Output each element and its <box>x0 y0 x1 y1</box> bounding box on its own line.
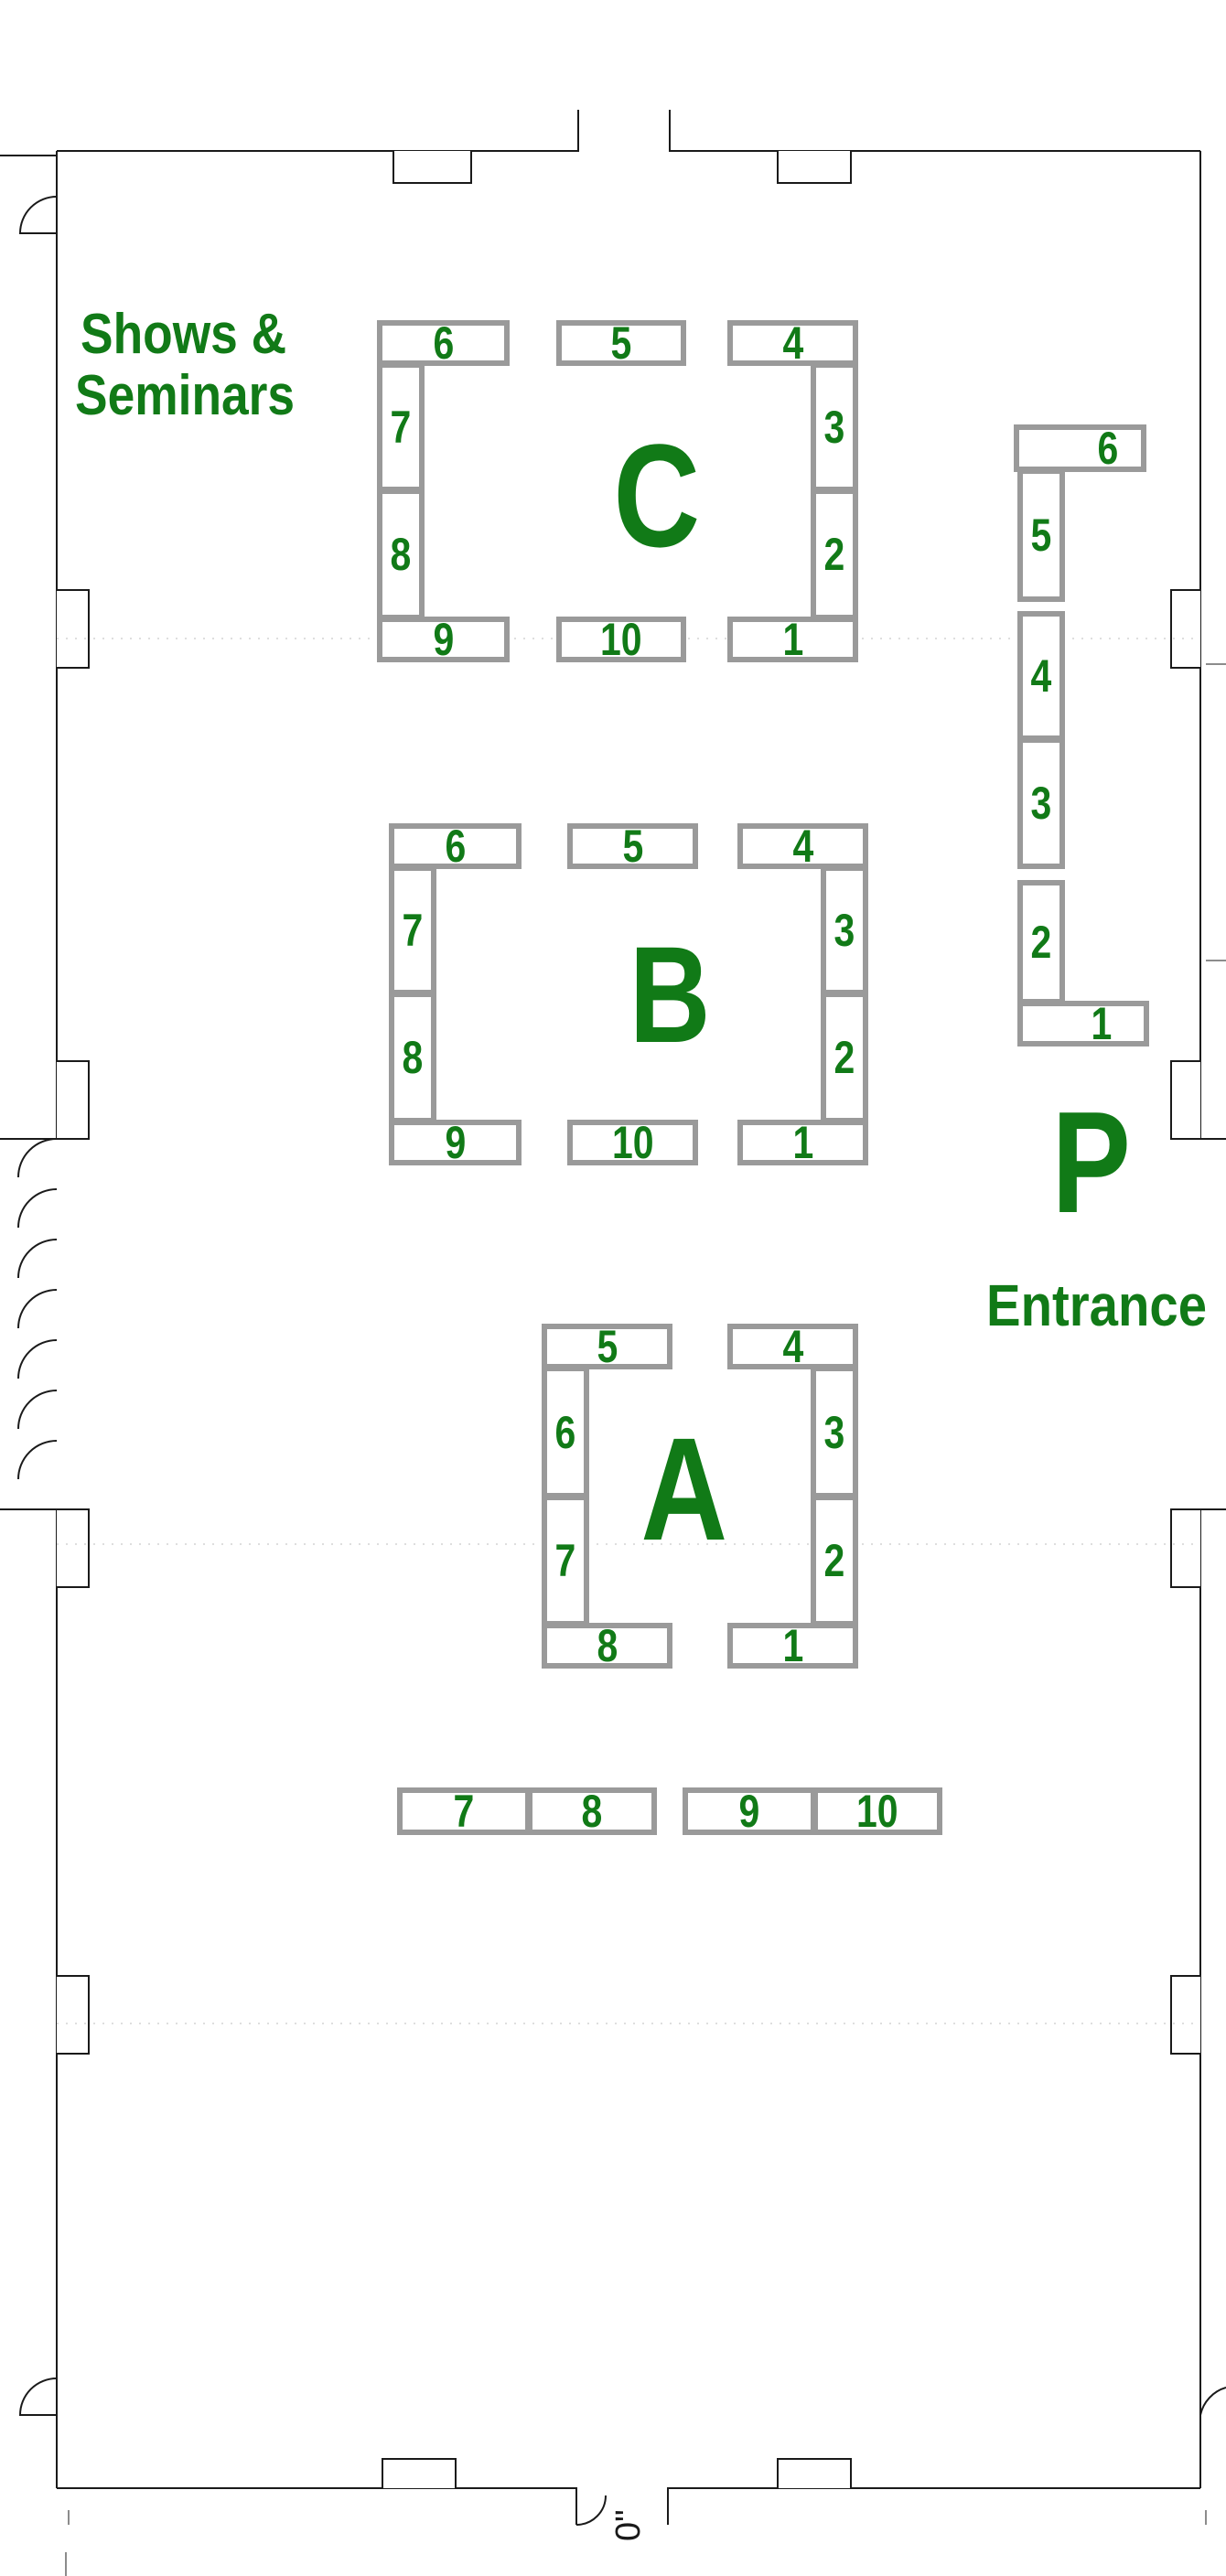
booth-row-9[interactable]: 9 <box>683 1787 816 1835</box>
booth-number: 8 <box>402 1032 424 1083</box>
booth-number: 3 <box>823 1406 845 1458</box>
booth-a-3[interactable]: 3 <box>811 1366 858 1498</box>
guide-lines <box>57 638 1200 2024</box>
booth-c-3[interactable]: 3 <box>811 362 858 492</box>
entrance-text: Entrance <box>986 1272 1208 1338</box>
booth-number: 10 <box>611 1117 654 1168</box>
booth-number: 7 <box>390 402 412 453</box>
tick-marks <box>65 663 1226 2576</box>
booth-number: 5 <box>622 821 643 872</box>
booth-c-10[interactable]: 10 <box>556 617 686 662</box>
booth-a-4[interactable]: 4 <box>727 1324 858 1369</box>
booth-b-6[interactable]: 6 <box>389 823 522 869</box>
entrance-label: Entrance <box>986 1276 1226 1335</box>
booth-number: 3 <box>833 905 855 956</box>
shows-seminars-line2: Seminars <box>75 364 296 427</box>
booth-c-4[interactable]: 4 <box>727 320 858 366</box>
booth-c-7[interactable]: 7 <box>377 362 425 492</box>
booth-a-6[interactable]: 6 <box>542 1366 589 1498</box>
booth-number: 2 <box>823 1535 845 1586</box>
booth-number: 5 <box>597 1321 618 1372</box>
booth-a-1[interactable]: 1 <box>727 1623 858 1669</box>
booth-a-5[interactable]: 5 <box>542 1324 672 1369</box>
booth-number: 9 <box>445 1117 466 1168</box>
booth-number: 8 <box>390 529 412 580</box>
booth-number: 6 <box>554 1406 576 1458</box>
booth-number: 9 <box>433 614 454 665</box>
booth-number: 4 <box>792 821 813 872</box>
booth-number: 4 <box>1030 650 1052 702</box>
shows-seminars-label-2: Seminars <box>75 368 330 424</box>
booth-b-9[interactable]: 9 <box>389 1120 522 1165</box>
booth-b-5[interactable]: 5 <box>567 823 698 869</box>
booth-p-6[interactable]: 6 <box>1014 424 1146 472</box>
booth-c-6[interactable]: 6 <box>377 320 510 366</box>
scale-mark: 0" <box>609 2509 648 2541</box>
booth-number: 2 <box>833 1032 855 1083</box>
shows-seminars-line1: Shows & <box>81 303 287 366</box>
section-b-label: B <box>629 918 711 1071</box>
booth-a-8[interactable]: 8 <box>542 1623 672 1669</box>
booth-b-7[interactable]: 7 <box>389 865 436 995</box>
booth-number: 1 <box>782 614 803 665</box>
booth-number: 5 <box>610 317 632 369</box>
booth-number: 9 <box>738 1786 760 1837</box>
booth-number: 7 <box>453 1786 475 1837</box>
doors <box>17 196 1226 2526</box>
booth-a-7[interactable]: 7 <box>542 1495 589 1626</box>
booth-number: 2 <box>823 529 845 580</box>
booth-p-4[interactable]: 4 <box>1017 611 1065 741</box>
booth-number: 8 <box>581 1786 603 1837</box>
booth-c-2[interactable]: 2 <box>811 488 858 620</box>
booth-row-8[interactable]: 8 <box>527 1787 657 1835</box>
scale-mark-text: 0" <box>609 2509 648 2541</box>
booth-number: 4 <box>782 317 803 369</box>
wall-columns <box>57 151 1200 2488</box>
booth-number: 6 <box>1097 423 1118 474</box>
booth-number: 7 <box>554 1535 576 1586</box>
booth-b-1[interactable]: 1 <box>737 1120 868 1165</box>
booth-number: 2 <box>1030 917 1052 968</box>
booth-b-3[interactable]: 3 <box>821 865 868 995</box>
booth-p-2[interactable]: 2 <box>1017 880 1065 1004</box>
section-c-label: C <box>613 413 701 577</box>
booth-number: 3 <box>823 402 845 453</box>
booth-number: 4 <box>782 1321 803 1372</box>
booth-b-4[interactable]: 4 <box>737 823 868 869</box>
booth-p-5[interactable]: 5 <box>1017 468 1065 602</box>
booth-number: 5 <box>1030 510 1052 561</box>
section-a-label: A <box>640 1407 728 1571</box>
booth-a-2[interactable]: 2 <box>811 1495 858 1626</box>
booth-p-3[interactable]: 3 <box>1017 737 1065 869</box>
booth-number: 8 <box>597 1620 618 1671</box>
shows-seminars-label: Shows & <box>81 306 320 363</box>
booth-number: 6 <box>445 821 466 872</box>
booth-p-1[interactable]: 1 <box>1017 1001 1149 1046</box>
booth-b-10[interactable]: 10 <box>567 1120 698 1165</box>
booth-number: 7 <box>402 905 424 956</box>
booth-c-8[interactable]: 8 <box>377 488 425 620</box>
booth-number: 10 <box>600 614 642 665</box>
booth-number: 1 <box>792 1117 813 1168</box>
section-p-label: P <box>1051 1082 1131 1243</box>
booth-b-2[interactable]: 2 <box>821 992 868 1123</box>
booth-c-9[interactable]: 9 <box>377 617 510 662</box>
booth-row-10[interactable]: 10 <box>812 1787 942 1835</box>
booth-c-5[interactable]: 5 <box>556 320 686 366</box>
booth-number: 1 <box>782 1620 803 1671</box>
booth-b-8[interactable]: 8 <box>389 992 436 1123</box>
booth-c-1[interactable]: 1 <box>727 617 858 662</box>
booth-number: 6 <box>433 317 454 369</box>
booth-number: 3 <box>1030 778 1052 829</box>
booth-number: 1 <box>1091 998 1113 1049</box>
booth-row-7[interactable]: 7 <box>397 1787 531 1835</box>
booth-number: 10 <box>856 1786 898 1837</box>
